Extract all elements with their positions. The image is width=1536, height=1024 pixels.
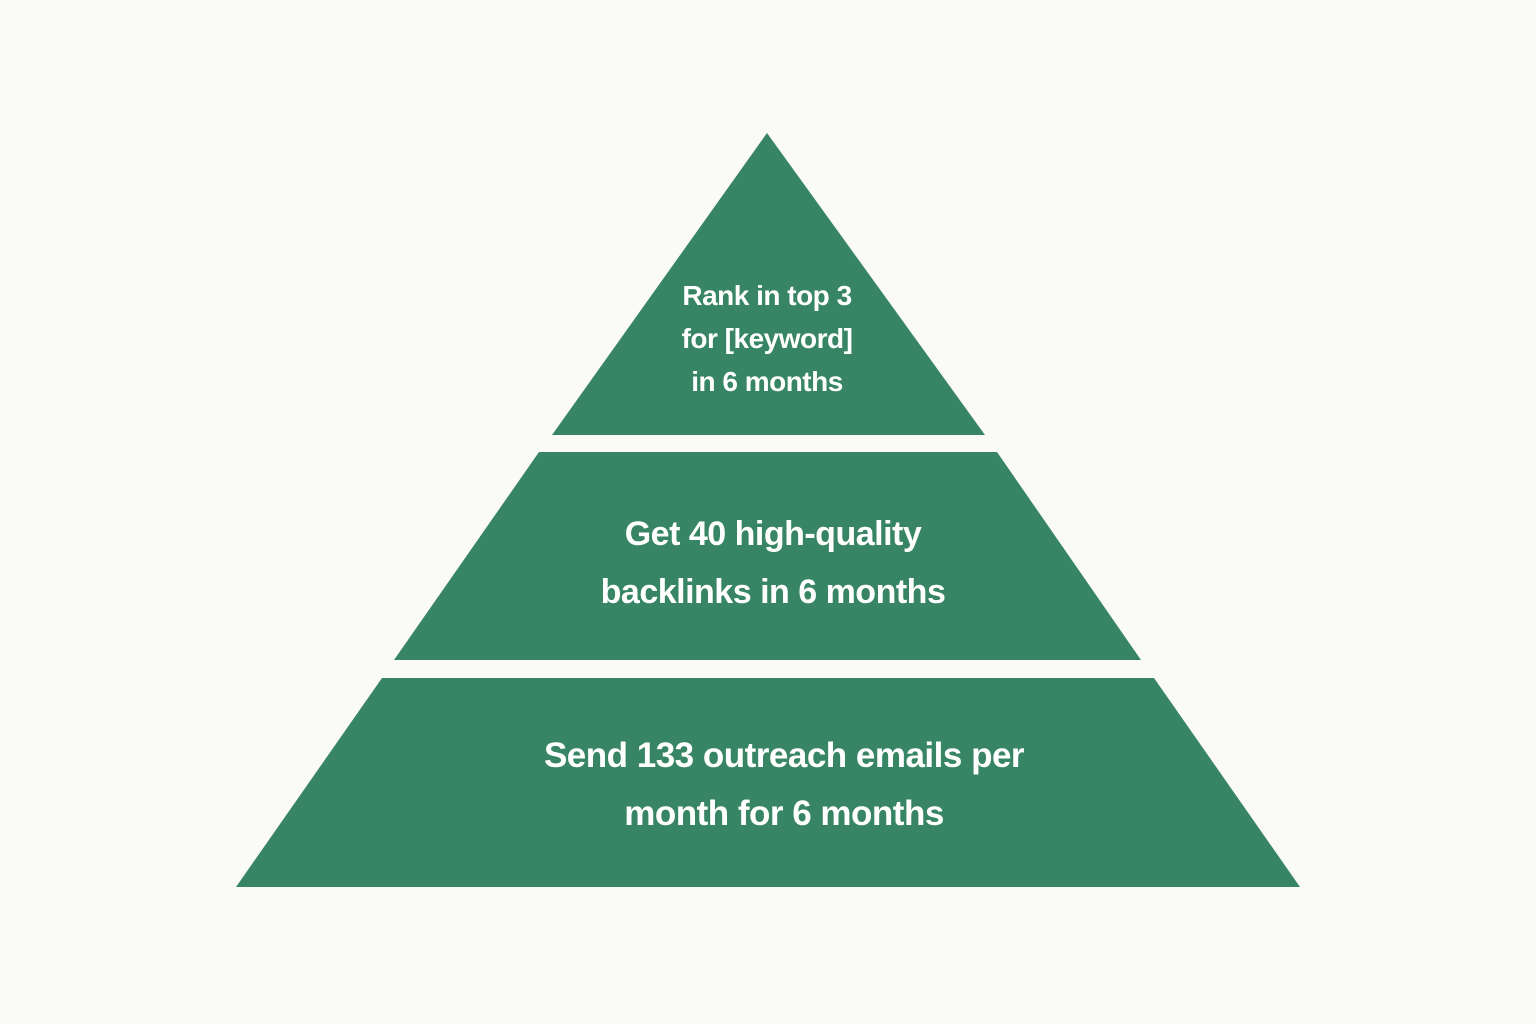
pyramid-tier-top [552,133,985,435]
pyramid-tier-bottom [236,678,1300,887]
tier-top-label: Rank in top 3 for [keyword] in 6 months [681,280,853,397]
pyramid-tier-middle [394,452,1141,660]
tier-bottom-label: Send 133 outreach emails per month for 6… [543,736,1025,833]
tier-middle-label: Get 40 high-quality backlinks in 6 month… [600,515,946,611]
